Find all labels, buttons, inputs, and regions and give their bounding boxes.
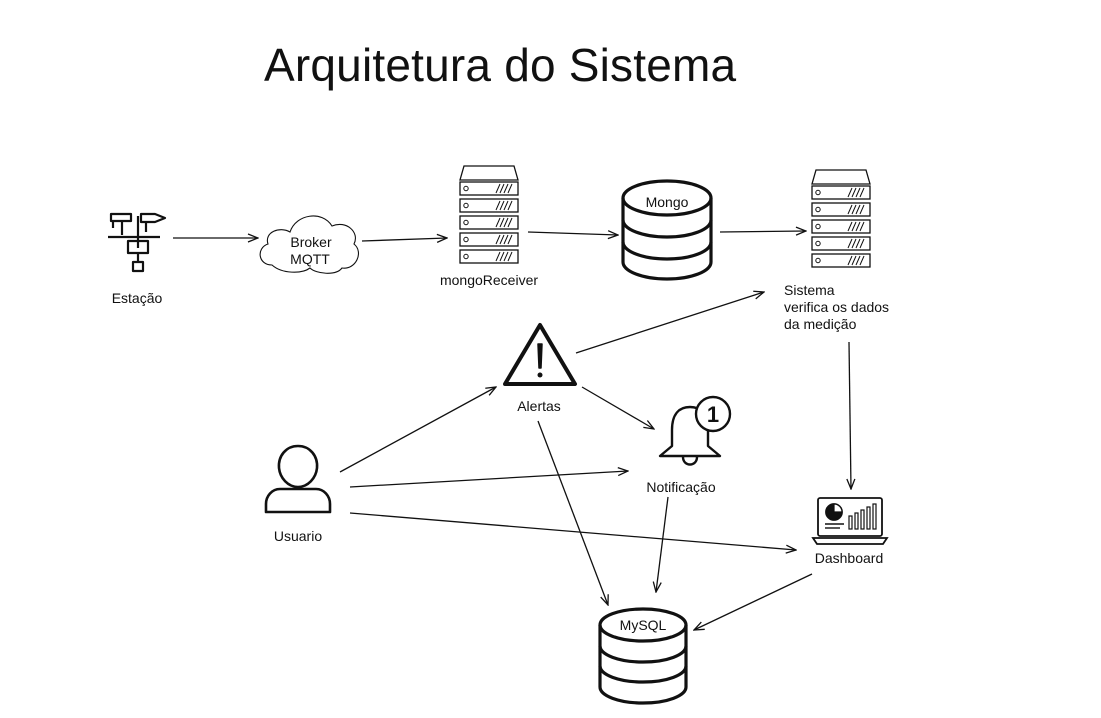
database-icon xyxy=(598,607,688,705)
label-usuario: Usuario xyxy=(273,528,323,544)
edge-dashboard-mysql xyxy=(694,573,813,630)
edge-mongo-sistema xyxy=(719,231,806,232)
label-sistema-line3: da medição xyxy=(784,316,857,332)
edge-mongoreceiver-mongo xyxy=(527,232,618,235)
notification-badge-count: 1 xyxy=(707,402,719,427)
weather-station-icon xyxy=(108,212,167,273)
warning-triangle-icon xyxy=(503,323,577,386)
label-mqtt: MQTT xyxy=(290,251,330,267)
edges xyxy=(173,231,851,630)
label-sistema-line2: verifica os dados xyxy=(784,299,890,315)
laptop-dashboard-icon xyxy=(811,497,889,545)
label-estacao: Estação xyxy=(111,290,163,306)
label-sistema: Sistema xyxy=(784,282,835,298)
user-icon xyxy=(264,444,332,514)
edge-usuario-notificacao xyxy=(349,471,628,488)
label-broker: Broker xyxy=(290,234,332,250)
edge-broker-mongoreceiver xyxy=(361,238,447,241)
edge-sistema-dashboard xyxy=(849,341,851,489)
server-rack-icon xyxy=(459,165,519,264)
edge-alertas-mysql xyxy=(537,420,608,605)
edge-alertas-notificacao xyxy=(581,386,654,429)
label-mongo-receiver: mongoReceiver xyxy=(439,272,539,288)
edge-alertas-sistema xyxy=(575,292,764,354)
label-mysql: MySQL xyxy=(619,617,667,633)
edge-usuario-dashboard xyxy=(349,512,796,550)
label-alertas: Alertas xyxy=(517,398,561,414)
diagram-title: Arquitetura do Sistema xyxy=(264,39,737,91)
cloud-icon xyxy=(259,215,359,274)
label-notificacao: Notificação xyxy=(646,479,716,495)
edge-notificacao-mysql xyxy=(656,496,669,592)
server-rack-icon xyxy=(811,169,871,268)
database-icon xyxy=(621,179,713,281)
label-mongo: Mongo xyxy=(645,194,689,210)
bell-badge-icon xyxy=(658,395,732,466)
label-dashboard: Dashboard xyxy=(814,550,884,566)
edge-usuario-alertas xyxy=(339,387,496,473)
